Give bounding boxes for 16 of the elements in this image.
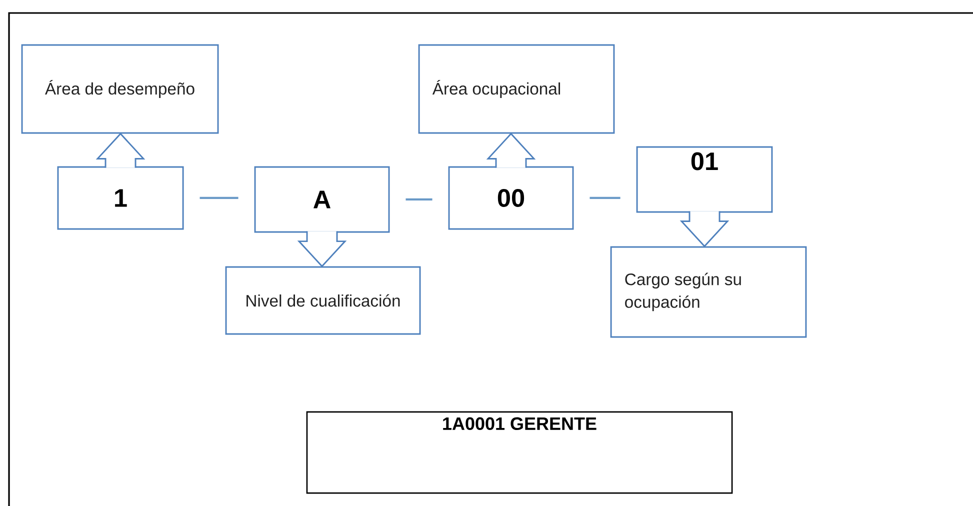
description-box: Área ocupacional bbox=[418, 44, 615, 134]
description-box: Área de desempeño bbox=[21, 44, 219, 134]
block-arrow bbox=[486, 132, 536, 168]
block-arrow bbox=[297, 230, 347, 268]
code-box: 00 bbox=[448, 166, 574, 230]
description-box: Nivel de cualificación bbox=[225, 266, 421, 335]
code-box: A bbox=[254, 166, 390, 233]
block-arrow bbox=[680, 210, 730, 248]
code-box: 1 bbox=[57, 166, 184, 230]
result-box: 1A0001 GERENTE bbox=[306, 411, 733, 494]
connector-line bbox=[200, 196, 238, 200]
connector-line bbox=[406, 198, 432, 201]
code-box: 01 bbox=[636, 146, 773, 213]
connector-line bbox=[590, 196, 620, 200]
description-box: Cargo según su ocupación bbox=[610, 246, 807, 338]
block-arrow bbox=[96, 132, 146, 168]
